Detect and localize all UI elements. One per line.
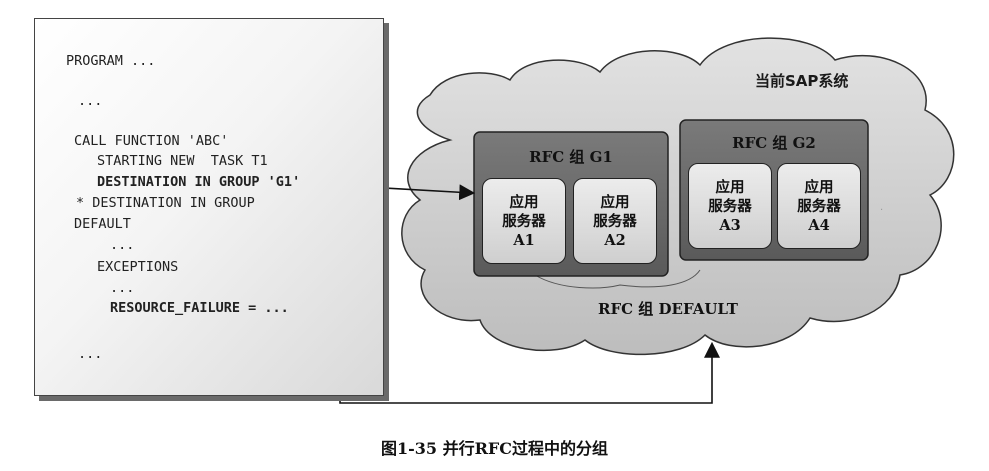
code-line-ellipsis: ...	[78, 346, 103, 362]
app-server-a3: 应用 服务器 A3	[688, 163, 772, 249]
server-line: 服务器	[708, 197, 752, 215]
app-server-a1: 应用 服务器 A1	[482, 178, 566, 264]
code-line-ellipsis: ...	[78, 93, 103, 109]
code-line-exceptions: EXCEPTIONS	[97, 259, 179, 275]
code-line-call-function: CALL FUNCTION 'ABC'	[74, 133, 229, 149]
code-line-starting-task: STARTING NEW TASK T1	[97, 153, 268, 169]
code-line-resource-failure: RESOURCE_FAILURE = ...	[110, 300, 289, 316]
code-line-destination-g1: DESTINATION IN GROUP 'G1'	[97, 174, 301, 190]
code-line-default: DEFAULT	[74, 216, 131, 232]
server-line: 应用	[509, 193, 539, 211]
server-line: 应用	[600, 193, 630, 211]
server-id: A3	[719, 216, 741, 234]
code-line-program: PROGRAM ...	[66, 53, 156, 69]
server-line: 服务器	[797, 197, 841, 215]
server-line: 服务器	[593, 212, 637, 230]
rfc-default-group-label: RFC 组 DEFAULT	[598, 300, 738, 318]
server-line: 应用	[804, 178, 834, 196]
current-sap-system-label: 当前SAP系统	[755, 72, 849, 90]
group-g1-title: RFC 组 G1	[529, 148, 613, 166]
app-server-a4: 应用 服务器 A4	[777, 163, 861, 249]
code-line-ellipsis: ...	[110, 280, 135, 296]
code-line-comment-destination: * DESTINATION IN GROUP	[76, 195, 255, 211]
server-line: 应用	[715, 178, 745, 196]
code-panel	[34, 18, 384, 396]
server-id: A1	[513, 231, 535, 249]
server-line: 服务器	[502, 212, 546, 230]
server-id: A2	[604, 231, 626, 249]
svg-text:.: .	[880, 202, 883, 213]
code-line-ellipsis: ...	[110, 237, 135, 253]
app-server-a2: 应用 服务器 A2	[573, 178, 657, 264]
figure-caption: 图1-35 并行RFC过程中的分组	[380, 439, 608, 458]
server-id: A4	[808, 216, 830, 234]
group-g2-title: RFC 组 G2	[732, 134, 816, 152]
